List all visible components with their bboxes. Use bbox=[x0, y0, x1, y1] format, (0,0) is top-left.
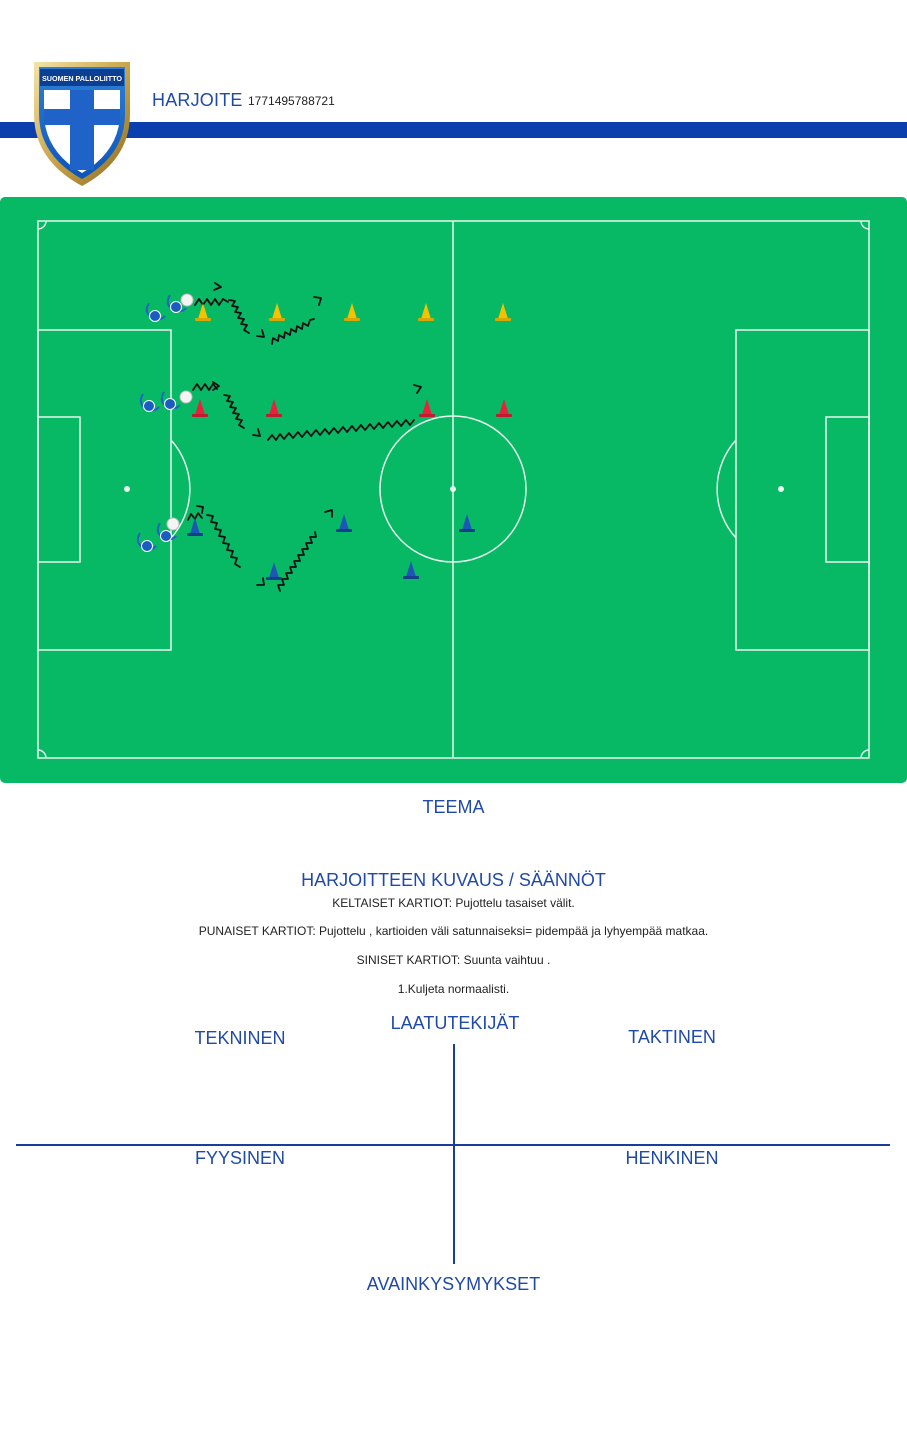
ball-icon bbox=[179, 390, 193, 404]
player-icon bbox=[160, 391, 181, 410]
player-group-red bbox=[139, 390, 193, 412]
cone-icon bbox=[403, 561, 419, 579]
dribble-arrow-icon bbox=[192, 383, 218, 391]
ball-icon bbox=[166, 517, 180, 531]
avainkysymykset-heading: AVAINKYSYMYKSET bbox=[366, 1274, 541, 1294]
cone-icon bbox=[459, 514, 475, 532]
rule-text: KELTAISET KARTIOT: Pujottelu tasaiset vä… bbox=[332, 896, 575, 910]
cone-icon bbox=[269, 303, 285, 321]
fyysinen-label: FYYSINEN bbox=[194, 1148, 286, 1168]
yellow-cones bbox=[195, 303, 511, 321]
player-group-blue bbox=[136, 517, 180, 552]
svg-text:SUOMEN PALLOLIITTO: SUOMEN PALLOLIITTO bbox=[42, 74, 122, 83]
player-icon bbox=[156, 522, 177, 542]
football-pitch bbox=[0, 197, 907, 783]
cone-icon bbox=[192, 399, 208, 417]
cone-icon bbox=[336, 514, 352, 532]
rule-text: PUNAISET KARTIOT: Pujottelu , kartioiden… bbox=[198, 924, 709, 938]
cone-icon bbox=[418, 303, 434, 321]
quadrant-vertical-divider bbox=[453, 1044, 455, 1264]
player-group-yellow bbox=[145, 293, 194, 322]
henkinen-label: HENKINEN bbox=[625, 1148, 719, 1168]
tekninen-label: TEKNINEN bbox=[194, 1028, 286, 1048]
cone-icon bbox=[187, 518, 203, 536]
player-icon bbox=[139, 393, 160, 412]
cone-icon bbox=[195, 303, 211, 321]
player-icon bbox=[136, 532, 157, 552]
dribble-arrow-icon bbox=[194, 298, 229, 306]
dribble-arrow-icon bbox=[223, 394, 245, 429]
dribble-arrow-icon bbox=[206, 514, 241, 568]
header-band bbox=[0, 122, 907, 138]
cone-icon bbox=[495, 303, 511, 321]
player-icon bbox=[145, 302, 166, 322]
rule-text: 1.Kuljeta normaalisti. bbox=[397, 982, 510, 996]
teema-heading: TEEMA bbox=[422, 797, 485, 817]
kuvaus-heading: HARJOITTEEN KUVAUS / SÄÄNNÖT bbox=[301, 870, 606, 890]
dribble-arrow-icon bbox=[271, 318, 315, 345]
drill-id: 1771495788721 bbox=[248, 94, 335, 108]
page-title: HARJOITE bbox=[152, 90, 243, 110]
player-icon bbox=[166, 294, 187, 313]
cone-icon bbox=[496, 399, 512, 417]
blue-cones bbox=[187, 514, 475, 580]
cone-icon bbox=[344, 303, 360, 321]
dribble-arrow-icon bbox=[228, 299, 250, 334]
federation-logo: SUOMEN PALLOLIITTO bbox=[34, 62, 130, 186]
rule-text: SINISET KARTIOT: Suunta vaihtuu . bbox=[356, 953, 551, 967]
ball-icon bbox=[180, 293, 194, 307]
red-cones bbox=[192, 399, 512, 417]
cone-icon bbox=[266, 562, 282, 580]
laatutekijat-heading: LAATUTEKIJÄT bbox=[390, 1013, 520, 1033]
cone-icon bbox=[419, 399, 435, 417]
dribble-arrow-icon bbox=[267, 419, 415, 441]
quadrant-horizontal-divider bbox=[16, 1144, 890, 1146]
taktinen-label: TAKTINEN bbox=[628, 1027, 716, 1047]
cone-icon bbox=[266, 399, 282, 417]
dribble-arrow-icon bbox=[277, 531, 317, 592]
